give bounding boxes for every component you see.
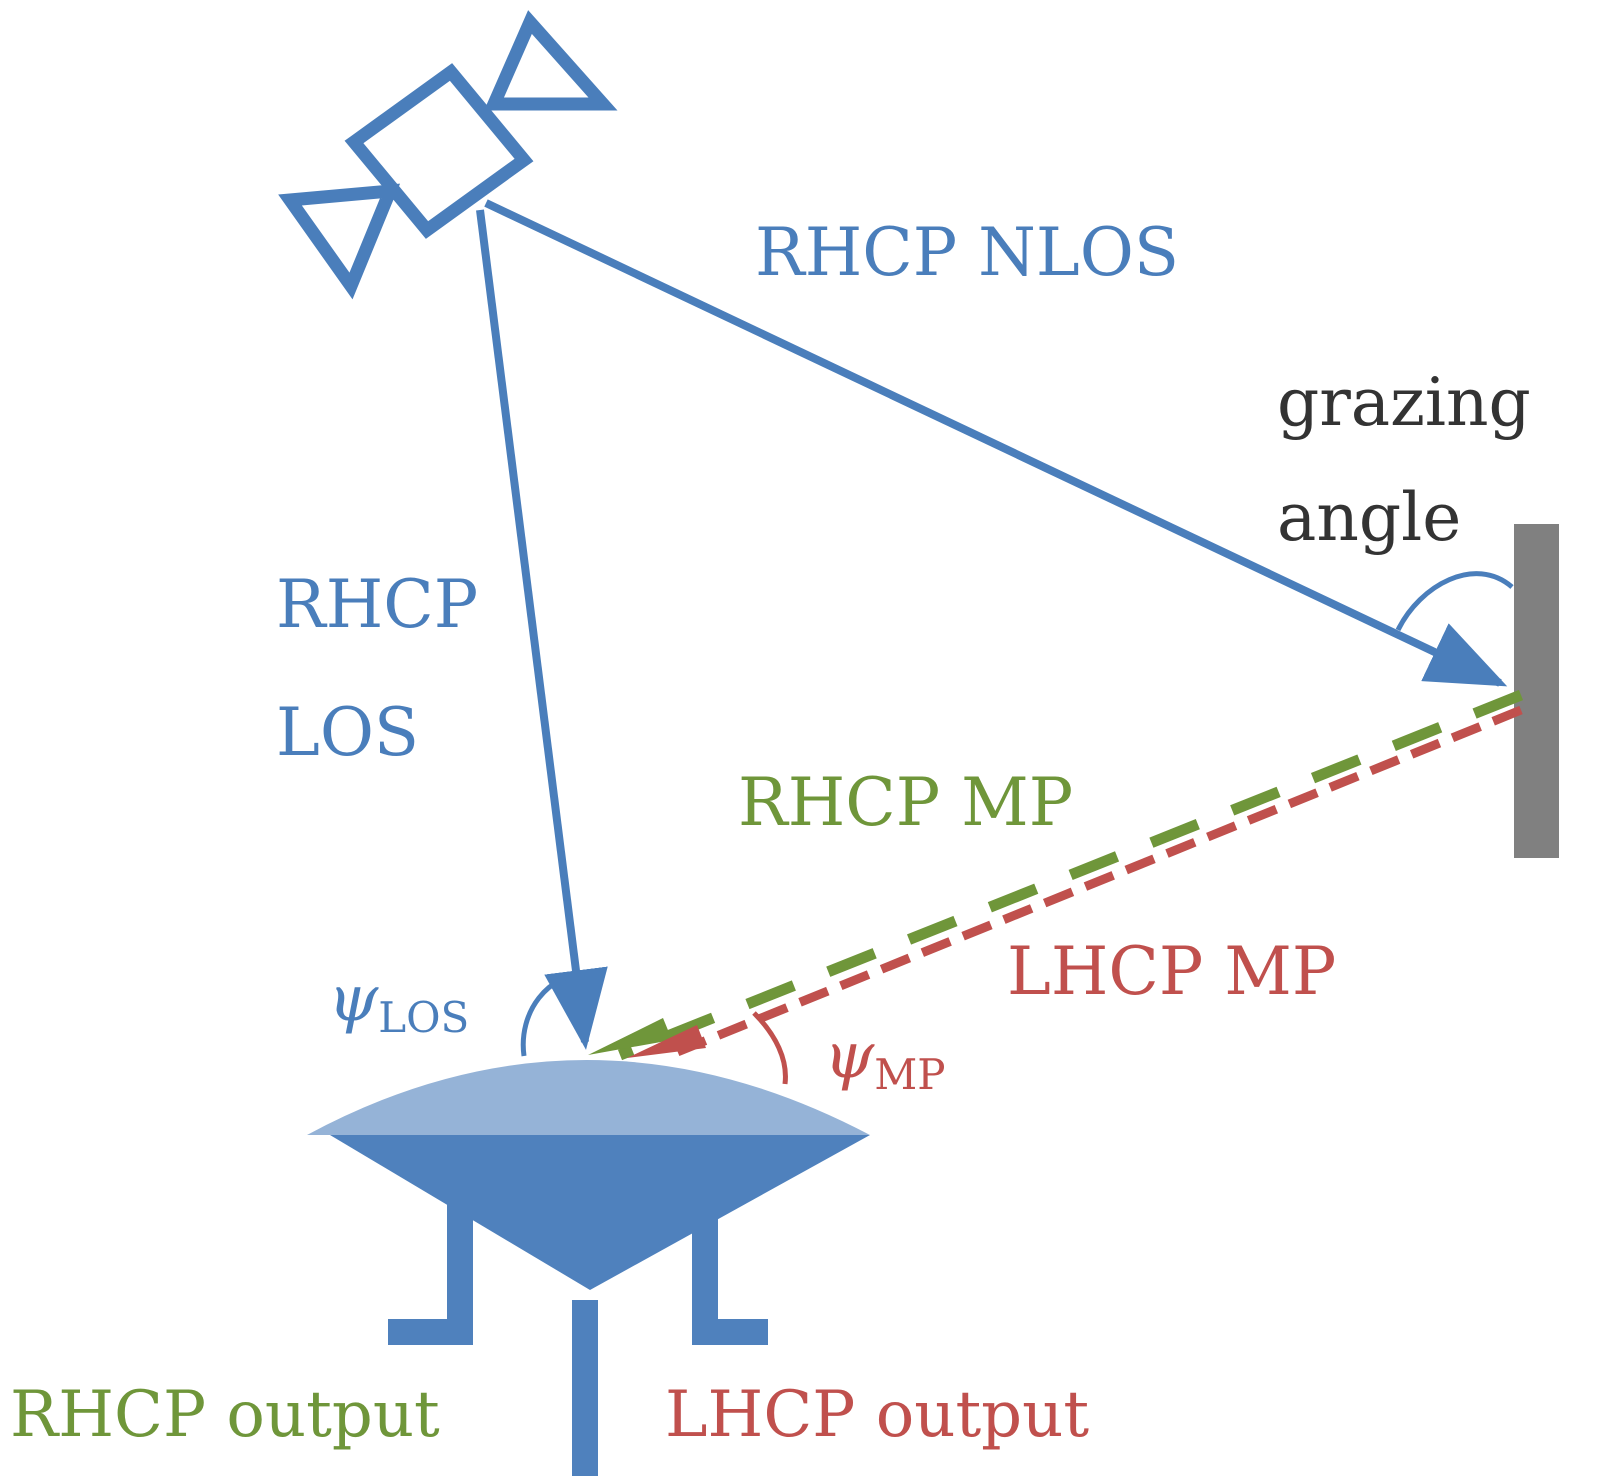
psi-los-symbol: ψ [328, 962, 379, 1036]
satellite-body [344, 63, 534, 239]
psi-mp-symbol: ψ [824, 1019, 875, 1093]
rhcp-mp-arrowhead [588, 1018, 672, 1055]
satellite-icon [278, 10, 618, 300]
antenna-cone [330, 1135, 870, 1290]
psi-mp-arc [752, 1011, 788, 1085]
antenna-dome [307, 1060, 870, 1135]
rhcp-nlos-ray [484, 199, 1508, 687]
rhcp-mp-ray [617, 689, 1524, 1061]
satellite-panel-right [484, 10, 618, 111]
psi-los-arc [520, 970, 590, 1057]
lhcp-output-label: LHCP output [665, 1378, 1089, 1452]
lhcp-mp-ray [668, 705, 1523, 1060]
grazing-angle-arc [1395, 571, 1514, 632]
psi-mp-label: ψMP [824, 1019, 945, 1099]
lhcp-feed-line [692, 1168, 768, 1345]
rhcp-feed-line [388, 1168, 473, 1345]
psi-los-label: ψLOS [328, 962, 469, 1042]
dual-polarized-antenna [307, 1060, 870, 1476]
rhcp-los-label-line2: LOS [276, 694, 419, 771]
psi-mp-subscript: MP [874, 1050, 945, 1099]
rhcp-los-ray [476, 209, 608, 1050]
lhcp-mp-arrowhead [627, 1025, 706, 1058]
rhcp-mp-label: RHCP MP [738, 764, 1073, 841]
satellite-panel-left [278, 183, 401, 300]
grazing-angle-label-line1: grazing [1277, 364, 1531, 441]
rhcp-output-label: RHCP output [10, 1378, 440, 1452]
rhcp-nlos-label: RHCP NLOS [755, 214, 1179, 291]
rhcp-los-label-line1: RHCP [276, 566, 478, 643]
reflecting-surface [1514, 524, 1559, 858]
lhcp-mp-label: LHCP MP [1007, 933, 1336, 1010]
psi-los-subscript: LOS [378, 993, 469, 1042]
grazing-angle-label-line2: angle [1277, 479, 1461, 556]
